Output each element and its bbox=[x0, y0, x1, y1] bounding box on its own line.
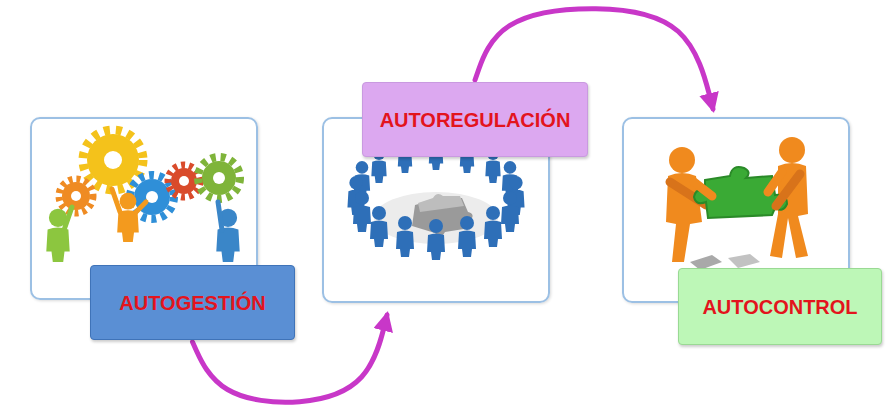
gears-illustration bbox=[46, 130, 240, 262]
panel-label: AUTOGESTIÓN bbox=[119, 291, 265, 315]
flow-arrow bbox=[475, 9, 713, 109]
panel-frame: AUTOGESTIÓN bbox=[30, 117, 258, 300]
panel-frame: AUTOCONTROL bbox=[622, 117, 850, 303]
panel-frame: AUTOREGULACIÓN bbox=[322, 117, 550, 303]
label-box: AUTOCONTROL bbox=[678, 268, 882, 345]
label-box: AUTOGESTIÓN bbox=[90, 265, 295, 340]
puzzle-figures-illustration bbox=[666, 137, 808, 270]
label-box: AUTOREGULACIÓN bbox=[362, 82, 588, 157]
panel-label: AUTOREGULACIÓN bbox=[380, 108, 571, 132]
panel-label: AUTOCONTROL bbox=[702, 295, 857, 319]
team-circle-illustration bbox=[347, 137, 524, 260]
flow-arrow bbox=[193, 315, 388, 402]
